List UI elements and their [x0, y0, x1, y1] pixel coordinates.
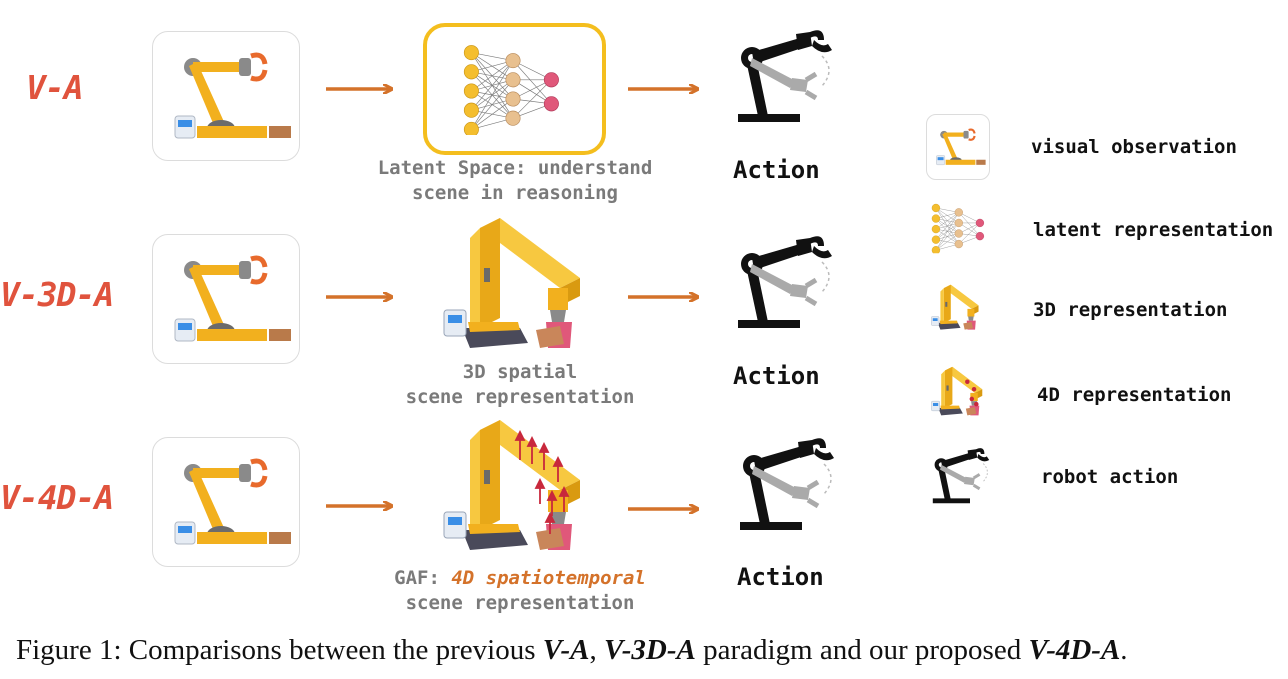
legend-latent-icon	[928, 198, 994, 258]
figure-caption: Figure 1: Comparisons between the previo…	[16, 634, 1128, 667]
arrow-icon	[628, 80, 700, 98]
caption-line: scene in reasoning	[412, 182, 618, 204]
robot-arm-icon	[153, 32, 299, 160]
robot-action-icon	[730, 30, 840, 130]
legend-label: 4D representation	[1037, 384, 1232, 406]
action-label: Action	[737, 563, 824, 591]
legend-label: robot action	[1041, 466, 1179, 488]
arrow-icon	[628, 500, 700, 518]
action-label: Action	[733, 156, 820, 184]
3d-robot-icon	[440, 218, 590, 353]
caption-line: 3D spatial	[462, 361, 578, 383]
caption-line: GAF: 4D spatiotemporal	[360, 566, 680, 591]
figure-caption-middle: paradigm and our proposed	[695, 634, 1029, 666]
figure-caption-v4da: V-4D-A	[1028, 634, 1121, 666]
motion-vectors-icon	[514, 429, 570, 534]
caption-prefix: GAF:	[394, 567, 452, 589]
caption-v4da: GAF: 4D spatiotemporal scene representat…	[360, 566, 680, 616]
neural-network-icon	[457, 33, 577, 145]
caption-v3da: 3D spatial scene representation	[360, 360, 680, 410]
latent-space-box	[423, 23, 606, 155]
visual-observation-card	[152, 234, 300, 364]
visual-observation-card	[152, 437, 300, 567]
arrow-icon	[326, 497, 394, 515]
action-label: Action	[733, 362, 820, 390]
arrow-icon	[326, 288, 394, 306]
legend-3d-icon	[930, 284, 982, 332]
figure-caption-prefix: Figure 1: Comparisons between the previo…	[16, 634, 543, 666]
caption-va: Latent Space: understand scene in reason…	[360, 156, 670, 206]
legend-visual-observation-icon	[926, 114, 990, 180]
caption-line: Latent Space: understand	[377, 157, 653, 179]
figure-caption-v3da: V-3D-A	[604, 634, 696, 666]
robot-action-icon	[732, 438, 842, 538]
legend-robot-action-icon	[928, 448, 994, 508]
paradigm-label-v3da: V-3D-A	[0, 275, 114, 314]
caption-highlight: 4D spatiotemporal	[451, 567, 646, 589]
arrow-icon	[326, 80, 394, 98]
figure-caption-va: V-A	[542, 634, 590, 666]
robot-action-icon	[730, 236, 840, 336]
arrow-icon	[628, 288, 700, 306]
robot-arm-icon	[153, 438, 299, 566]
caption-line: scene representation	[405, 386, 635, 408]
paradigm-label-va: V-A	[26, 68, 84, 107]
4d-robot-icon	[440, 420, 590, 560]
paradigm-label-v4da: V-4D-A	[0, 478, 114, 517]
figure-caption-end: .	[1120, 634, 1128, 666]
legend-label: 3D representation	[1033, 299, 1228, 321]
visual-observation-card	[152, 31, 300, 161]
figure-caption-comma: ,	[589, 634, 604, 666]
legend-4d-icon	[930, 366, 986, 418]
legend-label: latent representation	[1033, 219, 1274, 241]
robot-arm-icon	[153, 235, 299, 363]
legend-label: visual observation	[1031, 136, 1237, 158]
caption-line: scene representation	[405, 592, 635, 614]
